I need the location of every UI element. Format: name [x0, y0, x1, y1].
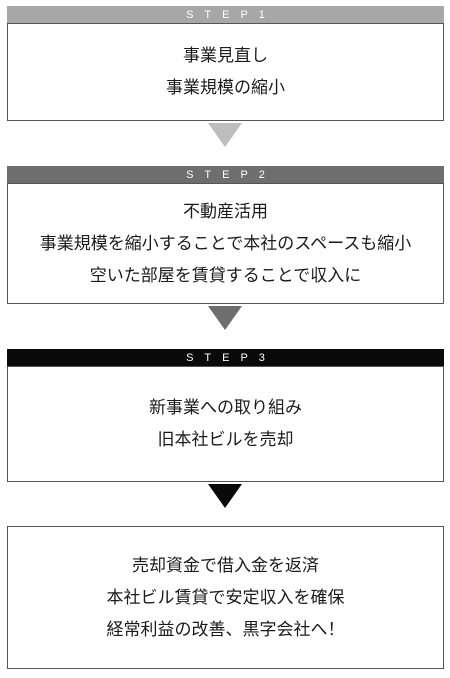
step1-line: 事業規模の縮小: [166, 78, 285, 98]
down-arrow-icon: [208, 123, 242, 147]
step2-line: 不動産活用: [183, 201, 268, 222]
step3-line: 新事業への取り組み: [149, 398, 302, 418]
step1-line: 事業見直し: [183, 46, 268, 66]
step1-header: STEP1: [7, 6, 444, 23]
result-line: 売却資金で借入金を返済: [132, 555, 319, 576]
step1-box: 事業見直し 事業規模の縮小: [7, 23, 444, 121]
step2-box: 不動産活用 事業規模を縮小することで本社のスペースも縮小 空いた部屋を賃貸するこ…: [7, 183, 444, 304]
result-line: 経常利益の改善、黒字会社へ！: [106, 619, 345, 640]
step3-header: STEP3: [7, 349, 444, 366]
down-arrow-icon: [208, 484, 242, 508]
down-arrow-icon: [208, 306, 242, 330]
step2-line: 事業規模を縮小することで本社のスペースも縮小: [39, 233, 412, 254]
step2-line: 空いた部屋を賃貸することで収入に: [89, 265, 362, 286]
step3-box: 新事業への取り組み 旧本社ビルを売却: [7, 366, 444, 482]
step2-header: STEP2: [7, 166, 444, 183]
result-box: 売却資金で借入金を返済 本社ビル賃貸で安定収入を確保 経常利益の改善、黒字会社へ…: [7, 526, 444, 669]
step3-line: 旧本社ビルを売却: [157, 430, 294, 450]
result-line: 本社ビル賃貸で安定収入を確保: [106, 587, 345, 608]
